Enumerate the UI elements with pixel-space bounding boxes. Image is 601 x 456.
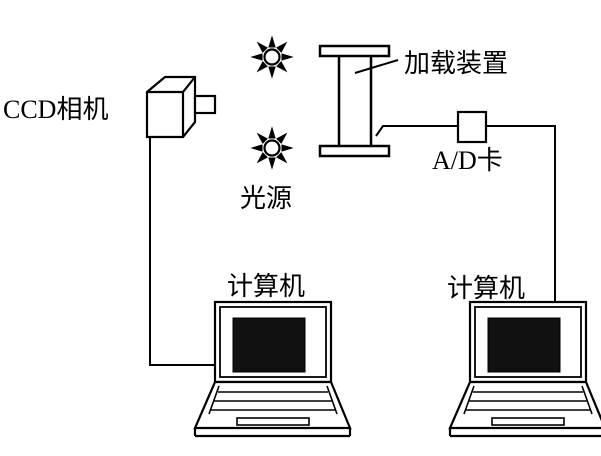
wire-loading-device-to-ad-card [375, 125, 458, 137]
laptop-base [448, 380, 601, 430]
light-source-top-icon [250, 35, 294, 79]
ad-card-label: A/D卡 [432, 146, 503, 175]
light-source-bottom-icon [250, 126, 294, 170]
wire-camera-to-left-computer [149, 137, 215, 366]
sun-ray [276, 61, 288, 73]
sun-ray [281, 53, 294, 61]
right-computer-label: 计算机 [447, 274, 525, 303]
sun-ray [268, 35, 276, 48]
keyboard-border [463, 385, 475, 415]
light-source-label: 光源 [240, 184, 292, 213]
sun-ray [256, 132, 268, 144]
ccd-camera [145, 75, 217, 139]
sun-ray [276, 132, 288, 144]
sun-ray [281, 144, 294, 152]
sun-ray [268, 126, 276, 139]
loading-device-leader-line [354, 59, 399, 74]
wire-ad-card-to-right-computer [486, 125, 556, 305]
laptop-screen [232, 317, 306, 373]
sun-ray [268, 157, 276, 170]
sun-core [263, 139, 281, 157]
sun-ray [268, 66, 276, 79]
laptop-screen [487, 317, 561, 373]
sun-ray [256, 41, 268, 53]
wires [149, 125, 556, 366]
sun-ray [276, 41, 288, 53]
loading-device [318, 44, 399, 158]
keyboard-border [581, 385, 593, 415]
left-computer-label: 计算机 [227, 272, 305, 301]
ccd-camera-label: CCD相机 [3, 95, 108, 124]
sun-core [263, 48, 281, 66]
sun-ray [276, 152, 288, 164]
sun-ray [256, 61, 268, 73]
keyboard-border [208, 385, 220, 415]
camera-body-edge [147, 76, 196, 137]
loading-device-label: 加载装置 [404, 49, 508, 78]
laptop-touchpad [491, 417, 565, 426]
loading-device-bottom-plate [318, 144, 391, 158]
sun-ray [250, 53, 263, 61]
laptop-touchpad [236, 417, 310, 426]
loading-device-top-plate [318, 44, 391, 58]
right-computer-laptop-icon [448, 300, 601, 438]
keyboard-border [326, 385, 338, 415]
sun-ray [256, 152, 268, 164]
ad-card-box [456, 110, 488, 144]
camera-lens [193, 94, 217, 115]
left-computer-laptop-icon [193, 300, 352, 438]
sun-ray [250, 144, 263, 152]
